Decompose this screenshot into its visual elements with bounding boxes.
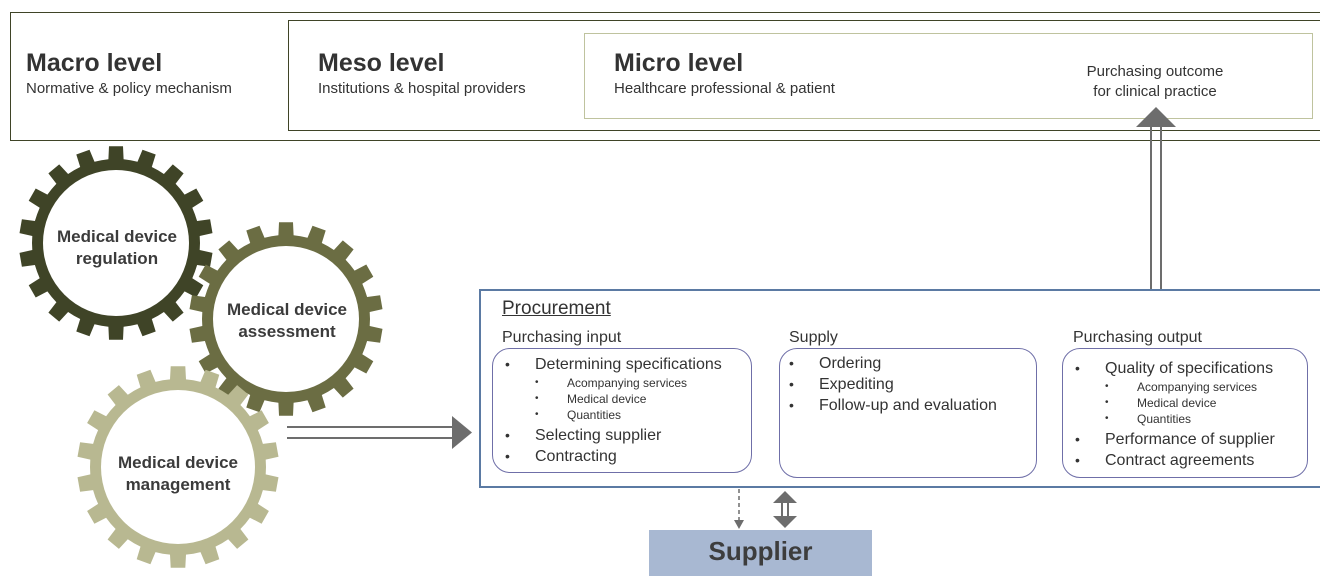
outcome-arrow [1136, 107, 1176, 290]
gear-management-line2: management [125, 475, 231, 494]
supplier-box [649, 530, 872, 576]
gear-regulation-line1: Medical device [56, 227, 177, 246]
list-item: Quality of specifications Acompanying se… [1075, 358, 1275, 427]
sub-list-item: Quantities [1105, 411, 1275, 427]
macro-level-frame [10, 12, 1320, 141]
gear-management-line1: Medical device [117, 453, 238, 472]
dashed-arrow-to-supplier [734, 489, 744, 529]
macro-level-title: Macro level [26, 49, 163, 77]
gear-label-management: Medical device management [98, 452, 258, 496]
gear-label-assessment: Medical device assessment [207, 299, 367, 343]
purchasing-outcome-label: Purchasing outcome for clinical practice [1040, 62, 1270, 102]
gear-assessment [189, 222, 383, 416]
sub-list: Acompanying services Medical device Quan… [1105, 379, 1275, 427]
list-item: Determining specifications Acompanying s… [505, 354, 722, 423]
micro-level-frame [584, 33, 1313, 119]
supply-list: Ordering Expediting Follow-up and evalua… [789, 353, 997, 416]
gear-regulation-line2: regulation [75, 249, 159, 268]
sub-list-item: Medical device [535, 391, 722, 407]
double-arrow-supplier [773, 491, 797, 528]
meso-level-subtitle: Institutions & hospital providers [318, 80, 526, 97]
gear-assessment-line1: Medical device [226, 300, 347, 319]
procurement-title: Procurement [502, 298, 611, 319]
list-item: Contracting [505, 446, 722, 467]
list-item: Contract agreements [1075, 450, 1275, 471]
purchasing-input-header: Purchasing input [502, 329, 622, 346]
sub-list-item: Medical device [1105, 395, 1275, 411]
meso-level-title: Meso level [318, 49, 445, 77]
list-item: Selecting supplier [505, 425, 722, 446]
list-item: Follow-up and evaluation [789, 395, 997, 416]
purchasing-output-list: Quality of specifications Acompanying se… [1075, 358, 1275, 471]
purchasing-output-header: Purchasing output [1073, 329, 1202, 346]
list-item: Ordering [789, 353, 997, 374]
outcome-line-1: Purchasing outcome [1086, 63, 1224, 80]
meso-level-frame [288, 20, 1320, 131]
supplier-label: Supplier [708, 536, 813, 566]
gear-group [19, 146, 383, 568]
gear-management-center [101, 390, 255, 544]
macro-level-subtitle: Normative & policy mechanism [26, 80, 232, 97]
outcome-line-2: for clinical practice [1093, 83, 1217, 100]
sub-list-item: Acompanying services [1105, 379, 1275, 395]
gear-assessment-center [213, 246, 359, 392]
gear-label-regulation: Medical device regulation [37, 226, 197, 270]
gear-regulation-center [43, 170, 189, 316]
list-item: Performance of supplier [1075, 429, 1275, 450]
sub-list-item: Quantities [535, 407, 722, 423]
gear-assessment-line2: assessment [238, 322, 336, 341]
supply-header: Supply [789, 329, 838, 346]
list-item: Expediting [789, 374, 997, 395]
micro-level-subtitle: Healthcare professional & patient [614, 80, 835, 97]
sub-list-item: Acompanying services [535, 375, 722, 391]
gear-management [77, 366, 279, 568]
gear-regulation [19, 146, 213, 340]
purchasing-input-list: Determining specifications Acompanying s… [505, 354, 722, 467]
micro-level-title: Micro level [614, 49, 744, 77]
sub-list: Acompanying services Medical device Quan… [535, 375, 722, 423]
gears-to-procurement-arrow [287, 416, 472, 449]
